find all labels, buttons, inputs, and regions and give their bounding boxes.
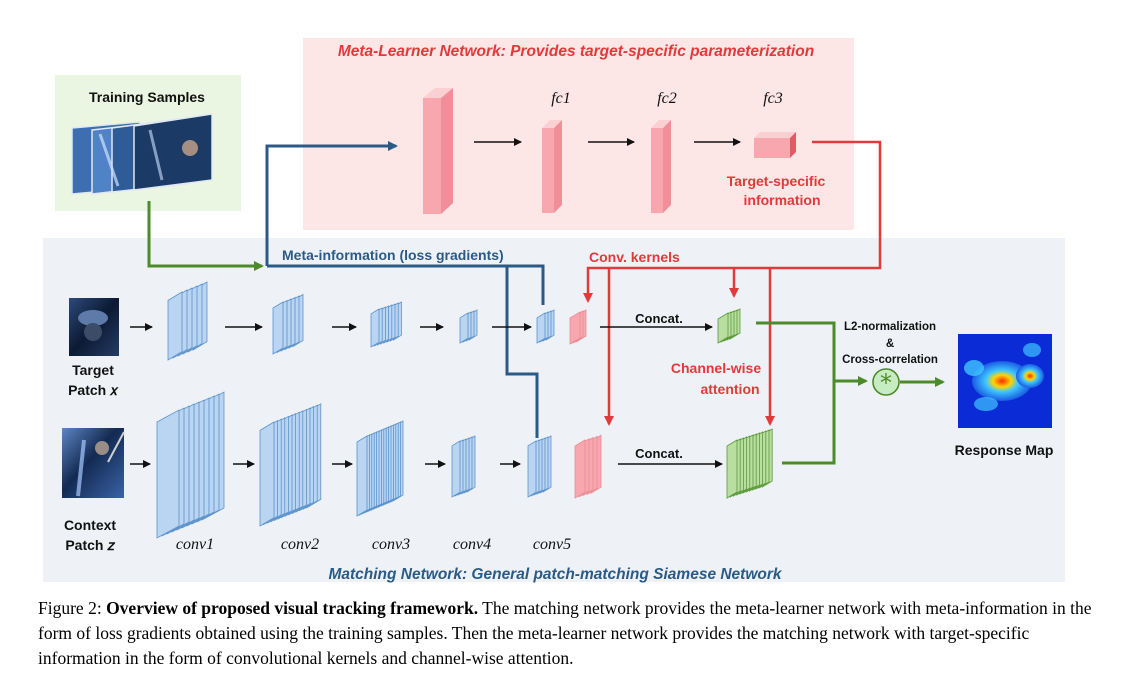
feature-map-stacks (156, 281, 773, 539)
figure-caption: Figure 2: Overview of proposed visual tr… (38, 596, 1098, 671)
l2-label-line2: & (886, 338, 894, 350)
l2-label-line3: Cross-correlation (842, 354, 938, 366)
context-fusion-line (782, 381, 836, 465)
response-map-image (958, 334, 1052, 428)
context-conv1-stack (156, 391, 225, 539)
target-conv5-stack (536, 309, 555, 344)
context-patch-label-line1: Context (64, 517, 116, 533)
meta-block-input (423, 88, 453, 214)
context-patch-label-line2: Patch 𝑧 (65, 537, 115, 553)
target-conv2-stack (272, 293, 304, 355)
context-conv3-stack (356, 420, 404, 517)
l2-label-line1: L2-normalization (844, 321, 936, 333)
conv5-label: conv5 (533, 536, 571, 553)
meta-info-branch-top (267, 264, 545, 305)
caption-bold: Overview of proposed visual tracking fra… (106, 598, 479, 618)
target-conv4-stack (459, 309, 478, 344)
meta-info-label: Meta-information (loss gradients) (282, 247, 504, 263)
channel-wise-label-line1: Channel-wise (671, 360, 761, 376)
matching-network-title: Matching Network: General patch-matching… (328, 566, 782, 583)
context-attended-stack (726, 428, 773, 499)
target-patch-image (69, 298, 119, 356)
training-to-matching-arrow (147, 201, 264, 271)
fc1-label: fc1 (551, 90, 571, 107)
context-conv4-stack (451, 435, 476, 498)
concat-label-top: Concat. (635, 311, 683, 326)
target-conv1-stack (167, 281, 208, 361)
meta-learner-title: Meta-Learner Network: Provides target-sp… (338, 43, 814, 60)
cross-correlation-node (872, 368, 900, 396)
training-samples-images (71, 113, 213, 195)
conv1-label: conv1 (176, 536, 214, 553)
context-patch-image (62, 428, 125, 498)
meta-block-fc2 (651, 120, 671, 213)
target-conv3-stack (370, 301, 402, 348)
target-specific-label-line2: information (744, 192, 821, 208)
fc2-label: fc2 (657, 90, 677, 107)
target-specific-label-line1: Target-specific (727, 173, 826, 189)
target-meta-kernel-stack (569, 309, 587, 345)
fc3-label: fc3 (763, 90, 783, 107)
target-patch-label-line2: Patch 𝑥 (68, 382, 119, 398)
target-patch-label-line1: Target (72, 362, 114, 378)
conv-kernels-label: Conv. kernels (589, 249, 680, 265)
channel-wise-label-line2: attention (700, 381, 759, 397)
conv3-label: conv3 (372, 536, 410, 553)
conv4-label: conv4 (453, 536, 491, 553)
asterisk-icon: * (880, 369, 892, 397)
caption-prefix: Figure 2: (38, 598, 107, 618)
meta-info-branch-bottom (505, 266, 539, 438)
meta-block-fc3 (754, 132, 796, 158)
meta-block-fc1 (542, 120, 562, 213)
target-attended-stack (717, 308, 741, 344)
context-conv5-stack (527, 435, 552, 498)
training-samples-label: Training Samples (89, 89, 205, 105)
context-conv2-stack (259, 403, 322, 527)
conv-kernels-arrow-top (583, 140, 882, 303)
meta-info-arrow-up (265, 141, 398, 266)
caption-text: The matching network provides the meta-l… (38, 598, 1092, 668)
conv2-label: conv2 (281, 536, 319, 553)
context-meta-kernel-stack (574, 434, 602, 499)
response-map-label: Response Map (955, 442, 1054, 458)
concat-label-bottom: Concat. (635, 446, 683, 461)
